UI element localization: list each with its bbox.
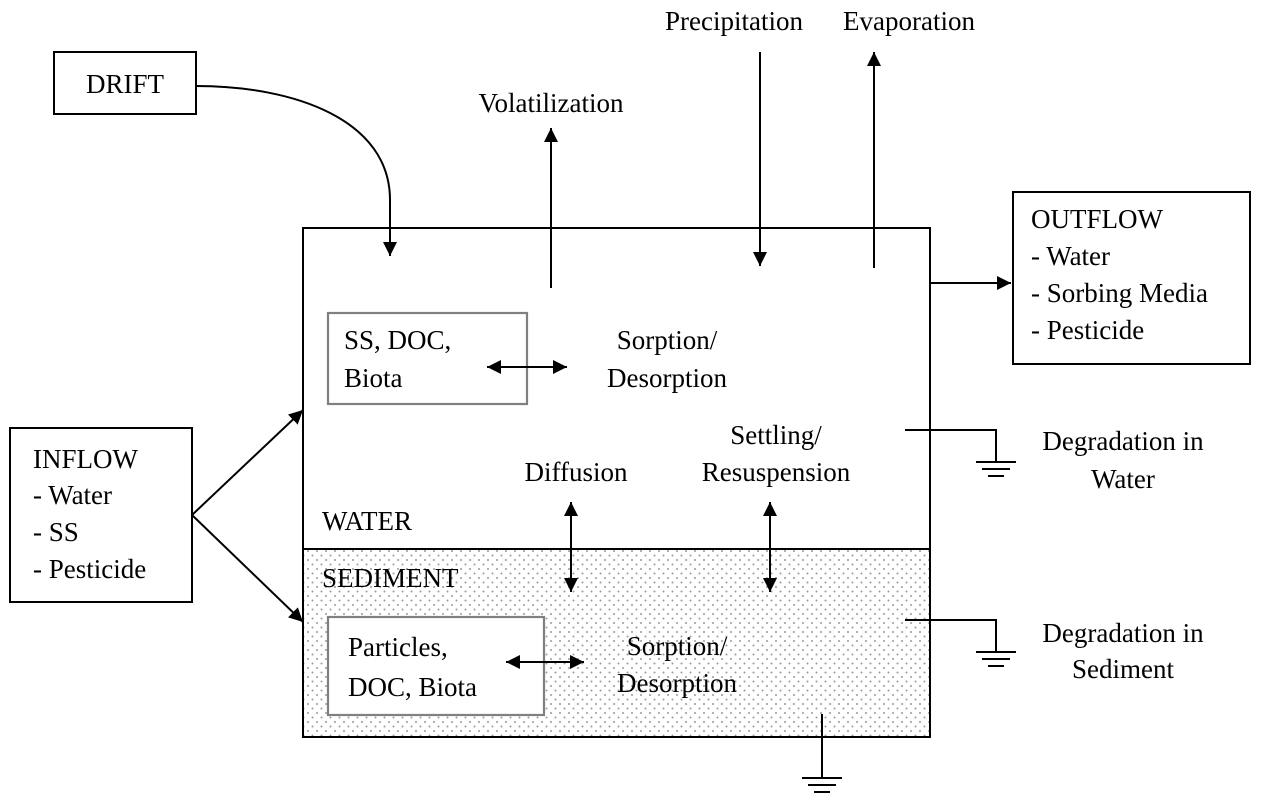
diffusion-label: Diffusion [524,457,628,487]
water-sorption-line1: Sorption/ [617,325,718,355]
outflow-water: - Water [1031,241,1110,271]
degradation-water-line1: Degradation in [1042,426,1204,456]
inflow-box: INFLOW - Water - SS - Pesticide [9,427,193,603]
burial-ground-icon [802,714,842,793]
sediment-sorption-line2: Desorption [617,668,737,698]
inflow-title: INFLOW [33,444,138,474]
inflow-pesticide: - Pesticide [33,554,146,584]
sediment-label: SEDIMENT [322,563,459,593]
drift-box: DRIFT [53,51,197,115]
sediment-sorption-line1: Sorption/ [627,631,728,661]
inflow-to-sediment-arrow [191,514,304,623]
water-label: WATER [322,506,412,536]
water-sorbent-line2: Biota [344,363,403,393]
sediment-sorbent-line2: DOC, Biota [348,672,477,702]
water-sorbent-line1: SS, DOC, [344,325,451,355]
sediment-sorbent-box: Particles, DOC, Biota [326,615,546,717]
drift-arrow [195,85,397,256]
sediment-degradation-ground-icon [905,619,1016,667]
drift-label: DRIFT [86,69,165,99]
water-sorption-line2: Desorption [607,363,727,393]
degradation-sediment-line2: Sediment [1072,654,1174,684]
sediment-sorbent-line1: Particles, [348,632,448,662]
outflow-box: OUTFLOW - Water - Sorbing Media - Pestic… [1012,191,1251,365]
degradation-water-line2: Water [1091,464,1155,494]
degradation-sediment-line1: Degradation in [1042,618,1204,648]
outflow-sorbing-media: - Sorbing Media [1031,278,1208,308]
settling-line1: Settling/ [730,420,822,450]
inflow-to-water-arrow [191,409,304,516]
water-degradation-ground-icon [905,429,1016,477]
inflow-ss: - SS [33,517,79,547]
volatilization-label: Volatilization [479,88,624,118]
outflow-pesticide: - Pesticide [1031,315,1144,345]
settling-line2: Resuspension [702,457,851,487]
inflow-water: - Water [33,480,112,510]
precipitation-label: Precipitation [665,6,803,36]
outflow-title: OUTFLOW [1031,204,1163,234]
evaporation-label: Evaporation [843,6,975,36]
water-sorbent-box: SS, DOC, Biota [326,311,529,406]
